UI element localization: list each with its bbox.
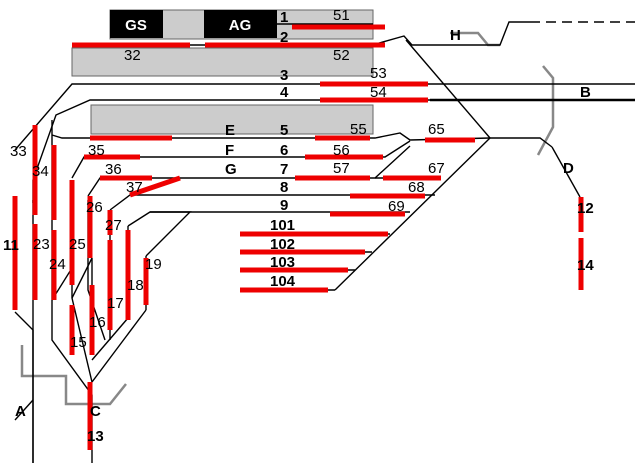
branch-c: [20, 345, 127, 406]
signal-label-69: 69: [388, 198, 405, 215]
diagonal-5-to-104: [334, 137, 491, 291]
signal-label-32: 32: [124, 47, 141, 64]
signal-label-56: 56: [333, 142, 350, 159]
signal-label-37: 37: [126, 179, 143, 196]
signal-label-27: 27: [105, 217, 122, 234]
signal-label-11: 11: [3, 237, 19, 254]
signal-label-19: 19: [145, 256, 162, 273]
signal-label-16: 16: [89, 314, 106, 331]
signals: [12, 24, 584, 450]
track-label-9: 9: [280, 197, 288, 214]
letter-c: C: [90, 403, 101, 420]
signal-label-12: 12: [577, 200, 594, 217]
track-label-5: 5: [280, 122, 288, 139]
signal-label-13: 13: [87, 428, 104, 445]
signal-label-65: 65: [428, 121, 445, 138]
track-5-line: [51, 132, 553, 148]
letter-d: D: [563, 160, 574, 177]
branch-b: [536, 65, 555, 156]
gs-block: [110, 10, 163, 38]
signal-label-33: 33: [10, 143, 27, 160]
track-number-labels: 1 2 3 4 5 6 7 8 9 101 102 103 104: [270, 9, 296, 290]
letter-a: A: [15, 403, 26, 420]
signal-37: [129, 175, 181, 198]
platform-2: [71, 47, 374, 77]
letter-g: G: [225, 161, 237, 178]
track-fan-left: [145, 211, 192, 257]
track-fan-1: [91, 309, 147, 383]
track-6-line: [71, 140, 411, 179]
ag-block: [204, 10, 277, 38]
signal-label-54: 54: [370, 84, 387, 101]
track-label-104: 104: [270, 273, 296, 290]
signal-label-68: 68: [408, 179, 425, 196]
track-label-7: 7: [280, 161, 288, 178]
letter-b: B: [580, 84, 591, 101]
platforms: [71, 9, 374, 135]
track-d-branch: [551, 146, 581, 198]
signal-label-36: 36: [105, 161, 122, 178]
track-label-103: 103: [270, 254, 295, 271]
diagonal-2-to-5: [405, 39, 491, 139]
signal-label-18: 18: [127, 277, 144, 294]
signal-label-55: 55: [350, 121, 367, 138]
track-label-3: 3: [280, 67, 288, 84]
signal-label-52: 52: [333, 47, 350, 64]
signal-label-14: 14: [577, 257, 594, 274]
track-label-101: 101: [270, 217, 295, 234]
signal-label-24: 24: [49, 256, 66, 273]
signal-label-34: 34: [32, 163, 49, 180]
track-letter-labels: A B C D E F G H: [15, 27, 591, 420]
signal-label-17: 17: [107, 295, 124, 312]
gs-label: GS: [125, 17, 147, 34]
track-label-8: 8: [280, 179, 288, 196]
track-cross-1: [71, 257, 93, 299]
letter-f: F: [225, 142, 234, 159]
track-label-4: 4: [280, 84, 289, 101]
track-label-1: 1: [280, 9, 288, 26]
track-a-line: [14, 311, 34, 463]
signal-label-67: 67: [428, 160, 445, 177]
signal-label-15: 15: [70, 334, 87, 351]
track-label-102: 102: [270, 236, 295, 253]
platform-3: [90, 104, 374, 135]
signal-label-25: 25: [69, 236, 86, 253]
station-blocks: [110, 10, 277, 38]
letter-e: E: [225, 122, 235, 139]
track-label-2: 2: [280, 29, 288, 46]
signal-label-26: 26: [86, 199, 103, 216]
track-label-6: 6: [280, 142, 288, 159]
signal-label-53: 53: [370, 65, 387, 82]
track-a-mid: [14, 399, 34, 421]
track-7-line: [87, 145, 411, 197]
signal-label-57: 57: [333, 160, 350, 177]
ag-label: AG: [229, 17, 252, 34]
signal-label-35: 35: [88, 142, 105, 159]
signal-label-51: 51: [333, 7, 350, 24]
signal-number-labels: 51 32 52 53 54 55 56 57 65 67 68 69 33 3…: [3, 7, 594, 445]
signal-label-23: 23: [33, 236, 50, 253]
letter-h: H: [450, 27, 461, 44]
